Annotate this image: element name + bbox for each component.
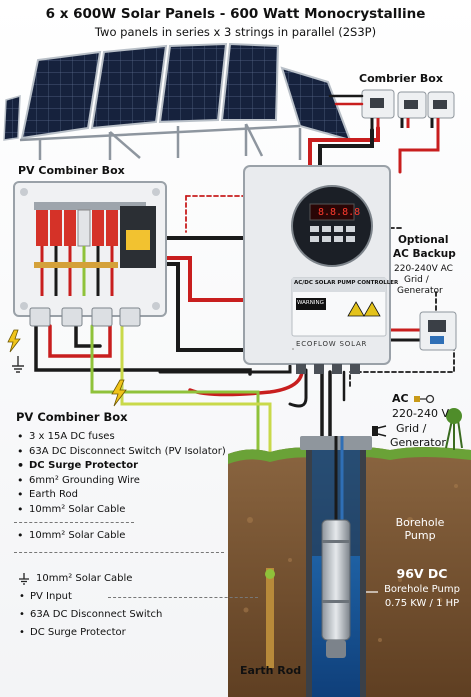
borehole-pump bbox=[321, 519, 351, 658]
plug-icon bbox=[414, 394, 435, 404]
controller-warning: WARNING bbox=[297, 300, 324, 306]
borehole-label-line1: Borehole bbox=[395, 516, 445, 529]
backup-grid: Grid / bbox=[404, 275, 429, 285]
spec-item: 10mm² Solar Cable bbox=[16, 503, 226, 518]
earth-rod-label: Earth Rod bbox=[240, 664, 302, 677]
backup-voltage: 220-240V AC bbox=[394, 264, 453, 274]
lightning-icon bbox=[7, 329, 21, 353]
cable-legend: 10mm² Solar Cable PV Input 63A DC Discon… bbox=[16, 570, 162, 642]
ground-icon bbox=[19, 573, 29, 585]
solar-panel bbox=[158, 42, 228, 124]
ac-backup-box bbox=[419, 311, 457, 351]
page-title: 6 x 600W Solar Panels - 600 Watt Monocry… bbox=[45, 6, 426, 22]
solar-array bbox=[3, 42, 352, 160]
backup-line1: Optional bbox=[398, 234, 449, 246]
legend-item: DC Surge Protector bbox=[16, 624, 162, 642]
pv-combiner-box bbox=[13, 181, 167, 327]
legend-leader bbox=[108, 597, 258, 598]
solar-panel bbox=[220, 42, 280, 121]
pump-controller bbox=[243, 165, 391, 374]
pump-power: 0.75 KW / 1 HP bbox=[384, 598, 460, 609]
legend-item: PV Input bbox=[16, 588, 162, 606]
solar-panel bbox=[90, 44, 168, 130]
borehole-label-line2: Pump bbox=[404, 529, 436, 542]
spec-item: 3 x 15A DC fuses bbox=[16, 430, 226, 445]
borehole-label: Borehole Pump bbox=[382, 516, 458, 542]
legend-label: PV Input bbox=[30, 591, 72, 602]
legend-label: 10mm² Solar Cable bbox=[36, 573, 133, 584]
controller-panel-text: AC/DC SOLAR PUMP CONTROLLER bbox=[294, 280, 399, 286]
solar-panel bbox=[20, 50, 102, 140]
spec-list: 3 x 15A DC fuses 63A DC Disconnect Switc… bbox=[16, 430, 226, 518]
ac-generator: Generator bbox=[390, 436, 446, 449]
backup-generator: Generator bbox=[397, 286, 443, 296]
spec-list-heading: PV Combiner Box bbox=[16, 410, 128, 424]
spec-list-extra: 10mm² Solar Cable bbox=[16, 529, 125, 544]
legend-item: 63A DC Disconnect Switch bbox=[16, 606, 162, 624]
plug-icon bbox=[372, 425, 387, 437]
solar-panel bbox=[3, 94, 21, 141]
page-subtitle: Two panels in series x 3 strings in para… bbox=[94, 25, 377, 39]
spec-item: DC Surge Protector bbox=[16, 459, 226, 474]
tree-icon bbox=[445, 408, 463, 450]
combiner-box-top-label: Combrier Box bbox=[359, 72, 443, 85]
mounting-frame bbox=[19, 123, 302, 160]
divider bbox=[14, 522, 134, 523]
legend-label: 63A DC Disconnect Switch bbox=[30, 609, 163, 620]
pv-combiner-box-label: PV Combiner Box bbox=[18, 164, 125, 177]
combiner-box-top bbox=[361, 89, 455, 130]
legend-item: 10mm² Solar Cable bbox=[16, 570, 162, 588]
pump-name: Borehole Pump bbox=[384, 584, 460, 595]
spec-item: 6mm² Grounding Wire bbox=[16, 474, 226, 489]
legend-label: DC Surge Protector bbox=[30, 627, 126, 638]
lightning-icon bbox=[111, 379, 127, 407]
ac-label: AC bbox=[392, 392, 409, 405]
spec-item: 10mm² Solar Cable bbox=[16, 529, 125, 544]
spec-item: 63A DC Disconnect Switch (PV Isolator) bbox=[16, 445, 226, 460]
controller-display: 8.8.8.8 bbox=[318, 207, 361, 218]
divider bbox=[14, 552, 224, 553]
ground-icon bbox=[12, 356, 24, 373]
backup-line2: AC Backup bbox=[393, 248, 456, 260]
spec-item: Earth Rod bbox=[16, 488, 226, 503]
ac-grid: Grid / bbox=[396, 422, 427, 435]
pump-voltage: 96V DC bbox=[396, 566, 448, 581]
controller-brand: ECOFLOW SOLAR bbox=[296, 340, 368, 348]
ac-voltage: 220-240 V bbox=[392, 407, 449, 420]
earth-rod bbox=[265, 568, 275, 668]
